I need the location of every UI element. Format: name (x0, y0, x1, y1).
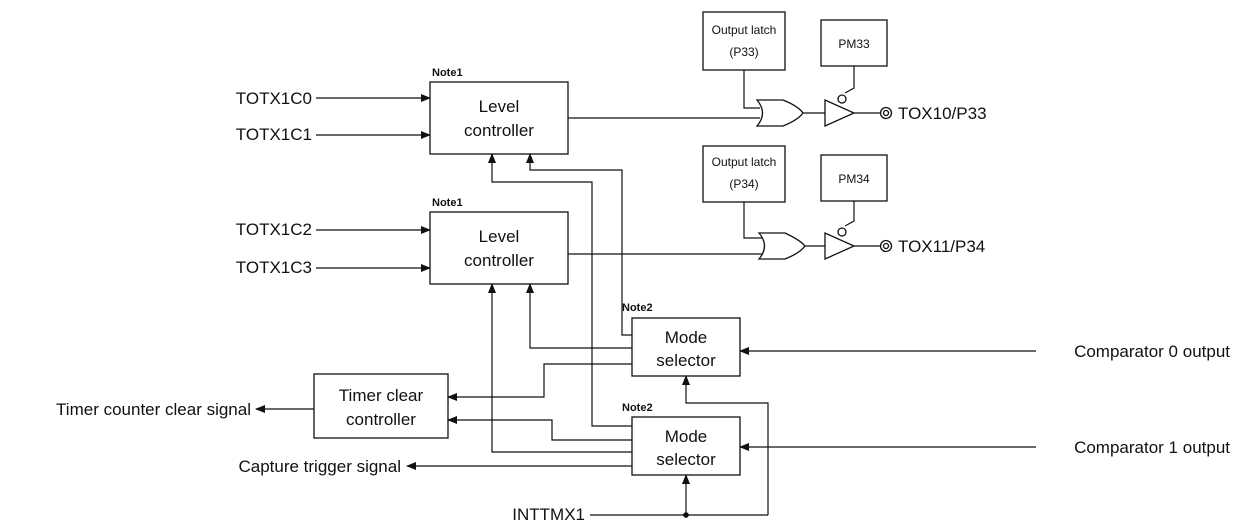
output-latch-p34-line1: Output latch (712, 155, 777, 169)
timer-clear-controller-line1: Timer clear (339, 386, 424, 405)
capture-trigger-label: Capture trigger signal (238, 457, 401, 476)
timer-clear-signal-label: Timer counter clear signal (56, 400, 251, 419)
level-controller-2-line2: controller (464, 251, 534, 270)
note2-label-bottom: Note2 (622, 402, 653, 414)
pin-terminal-2-inner-icon (882, 242, 890, 250)
output-latch-p33-line1: Output latch (712, 23, 777, 37)
pin-terminal-inner-icon (882, 109, 890, 117)
or-gate-2-icon (757, 232, 806, 260)
level-controller-2-box (429, 211, 569, 285)
latch-p34-to-or2-wire (743, 202, 762, 239)
output-latch-p33-box (702, 11, 786, 71)
comparator0-label: Comparator 0 output (1074, 342, 1230, 361)
level-controller-2-line1: Level (479, 227, 520, 246)
pm34-box (820, 154, 888, 202)
timer-clear-controller-line2: controller (346, 410, 416, 429)
inttmx1-to-mode1-arrow-icon (682, 375, 769, 515)
mode1-to-timerclear-arrow-icon (447, 363, 632, 401)
level-controller-1-line1: Level (479, 97, 520, 116)
output-latch-p34: Output latch (P34) (702, 145, 786, 203)
mode1-to-level2-arrow-icon (526, 283, 632, 349)
mode-selector-2: Note2 Mode selector (622, 402, 741, 476)
tristate-buffer-icon (824, 98, 856, 128)
mode1-to-level1-arrow-icon (526, 153, 632, 336)
mode-selector-2-box (631, 416, 741, 476)
level-controller-1-line2: controller (464, 121, 534, 140)
note1-label-top: Note1 (432, 67, 463, 79)
pm34-label: PM34 (838, 172, 870, 186)
note2-label-top: Note2 (622, 302, 653, 314)
mode2-to-level2-arrow-icon (488, 283, 632, 453)
pm33-register: PM33 (820, 19, 888, 67)
pm33-box (820, 19, 888, 67)
mode-selector-1-line1: Mode (665, 328, 708, 347)
mode-selector-2-line2: selector (656, 450, 716, 469)
level-controller-1-box (429, 81, 569, 155)
totx1c3-label: TOTX1C3 (236, 258, 312, 277)
inttmx1-label: INTTMX1 (512, 505, 585, 520)
buffer1-enable-bubble-icon (837, 94, 847, 104)
output-latch-p33-line2: (P33) (729, 45, 758, 59)
mode-selector-1-line2: selector (656, 351, 716, 370)
mode2-to-level1-arrow-icon (488, 153, 632, 427)
totx1c1-label: TOTX1C1 (236, 125, 312, 144)
pm33-enable-wire (844, 66, 855, 94)
or-gate-icon (755, 99, 804, 127)
latch-p33-to-or1-wire (743, 70, 760, 109)
pm34-register: PM34 (820, 154, 888, 202)
note1-label-bottom: Note1 (432, 197, 463, 209)
level-controller-2: Note1 Level controller (429, 197, 569, 285)
buffer2-enable-bubble-icon (837, 227, 847, 237)
timer-clear-controller: Timer clear controller (313, 373, 449, 439)
level-controller-1: Note1 Level controller (429, 67, 569, 155)
mode2-to-timerclear-arrow-icon (447, 416, 632, 441)
mode-selector-1-box (631, 317, 741, 377)
pm34-enable-wire (844, 201, 855, 227)
tristate-buffer-2-icon (824, 231, 856, 261)
comparator1-label: Comparator 1 output (1074, 438, 1230, 457)
tox10-label: TOX10/P33 (898, 104, 987, 123)
tox11-label: TOX11/P34 (898, 237, 985, 256)
pm33-label: PM33 (838, 37, 870, 51)
totx1c0-label: TOTX1C0 (236, 89, 312, 108)
output-latch-p33: Output latch (P33) (702, 11, 786, 71)
totx1c2-label: TOTX1C2 (236, 220, 312, 239)
mode-selector-2-line1: Mode (665, 427, 708, 446)
output-latch-p34-line2: (P34) (729, 177, 758, 191)
mode-selector-1: Note2 Mode selector (622, 302, 741, 377)
timer-clear-controller-box (313, 373, 449, 439)
